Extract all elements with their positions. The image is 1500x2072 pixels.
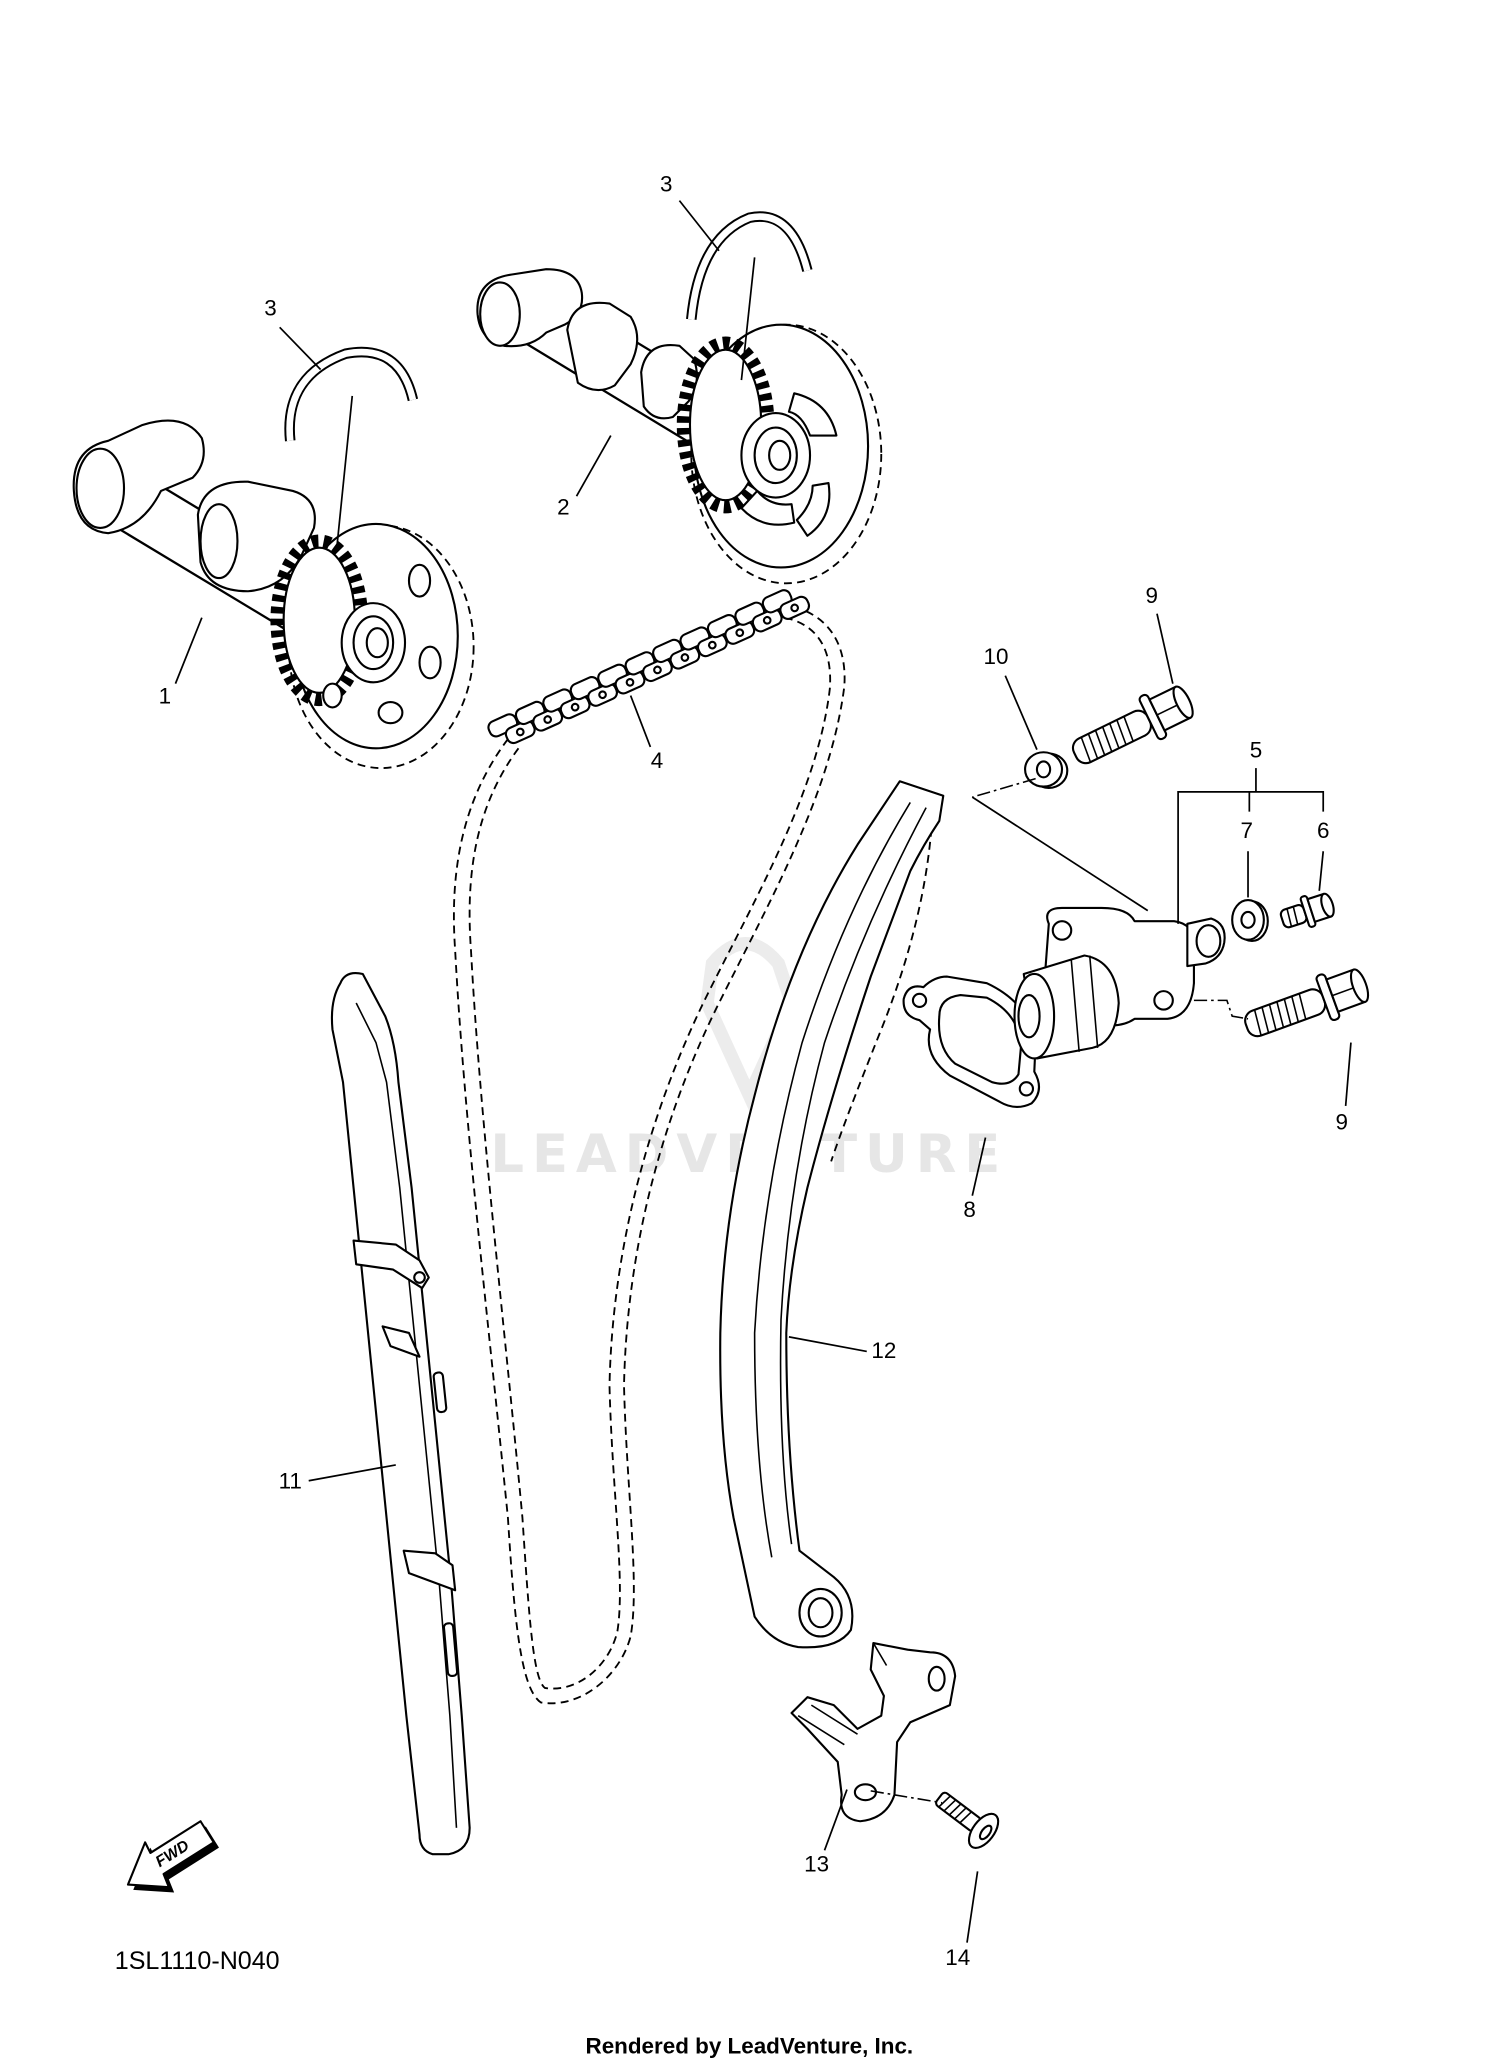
retaining-ring-left [284,346,419,442]
callout-gasket: 8 [963,1197,975,1222]
callout-guide-stopper: 13 [804,1851,829,1876]
fwd-arrow-icon: FWD [126,1820,219,1893]
camshaft-1 [72,419,475,770]
callout-camshaft-2: 2 [557,495,569,520]
chain-guide-11 [330,972,471,1856]
cam-chain [452,589,846,1705]
chain-link [514,700,564,732]
callout-tensioner-bolt: 6 [1317,818,1329,843]
guide-stopper-13 [790,1642,957,1823]
chain-link [597,663,646,695]
retaining-ring-top [686,211,813,320]
bolt-9-bottom [1244,968,1370,1038]
gasket-8 [902,975,1040,1108]
callout-ring-top: 3 [660,171,672,196]
bolt-9-top [1071,685,1194,765]
chain-link [652,638,701,670]
callout-tensioner-assy: 5 [1250,738,1262,763]
callout-camshaft-1: 1 [159,683,171,708]
washer-10 [1024,751,1069,789]
render-credit: Rendered by LeadVenture, Inc. [586,2034,914,2059]
callout-ring-left: 3 [264,295,276,320]
chain-link [542,688,591,720]
callout-cam-chain: 4 [651,748,663,773]
leader-lines [174,200,1352,1943]
chain-link [569,676,618,707]
callout-screw-14: 14 [945,1945,970,1970]
cam-chain-tensioner [1013,906,1226,1060]
callout-chain-guide-12: 12 [871,1338,896,1363]
chain-link [624,651,673,683]
callout-chain-guide-11: 11 [279,1469,302,1494]
tensioner-bolt-6 [1279,892,1335,929]
chain-guide-12 [719,780,945,1649]
screw-14 [935,1791,1000,1849]
camshaft-2 [476,268,883,585]
figure-code: 1SL1110-N040 [115,1947,280,1975]
callout-labels: 3 3 2 1 4 9 10 5 7 6 9 8 12 11 13 14 [159,171,1348,1970]
chain-link [761,589,811,621]
chain-link [706,613,756,645]
chain-link [487,713,536,745]
chain-link [734,601,783,633]
callout-bolt-top: 9 [1145,583,1157,608]
cam-chain-links [487,589,811,745]
washer-7 [1231,899,1269,943]
chain-link [679,626,728,658]
callout-bolt-bottom: 9 [1335,1110,1347,1135]
callout-washer-7: 7 [1240,818,1252,843]
callout-washer-10: 10 [984,644,1009,669]
